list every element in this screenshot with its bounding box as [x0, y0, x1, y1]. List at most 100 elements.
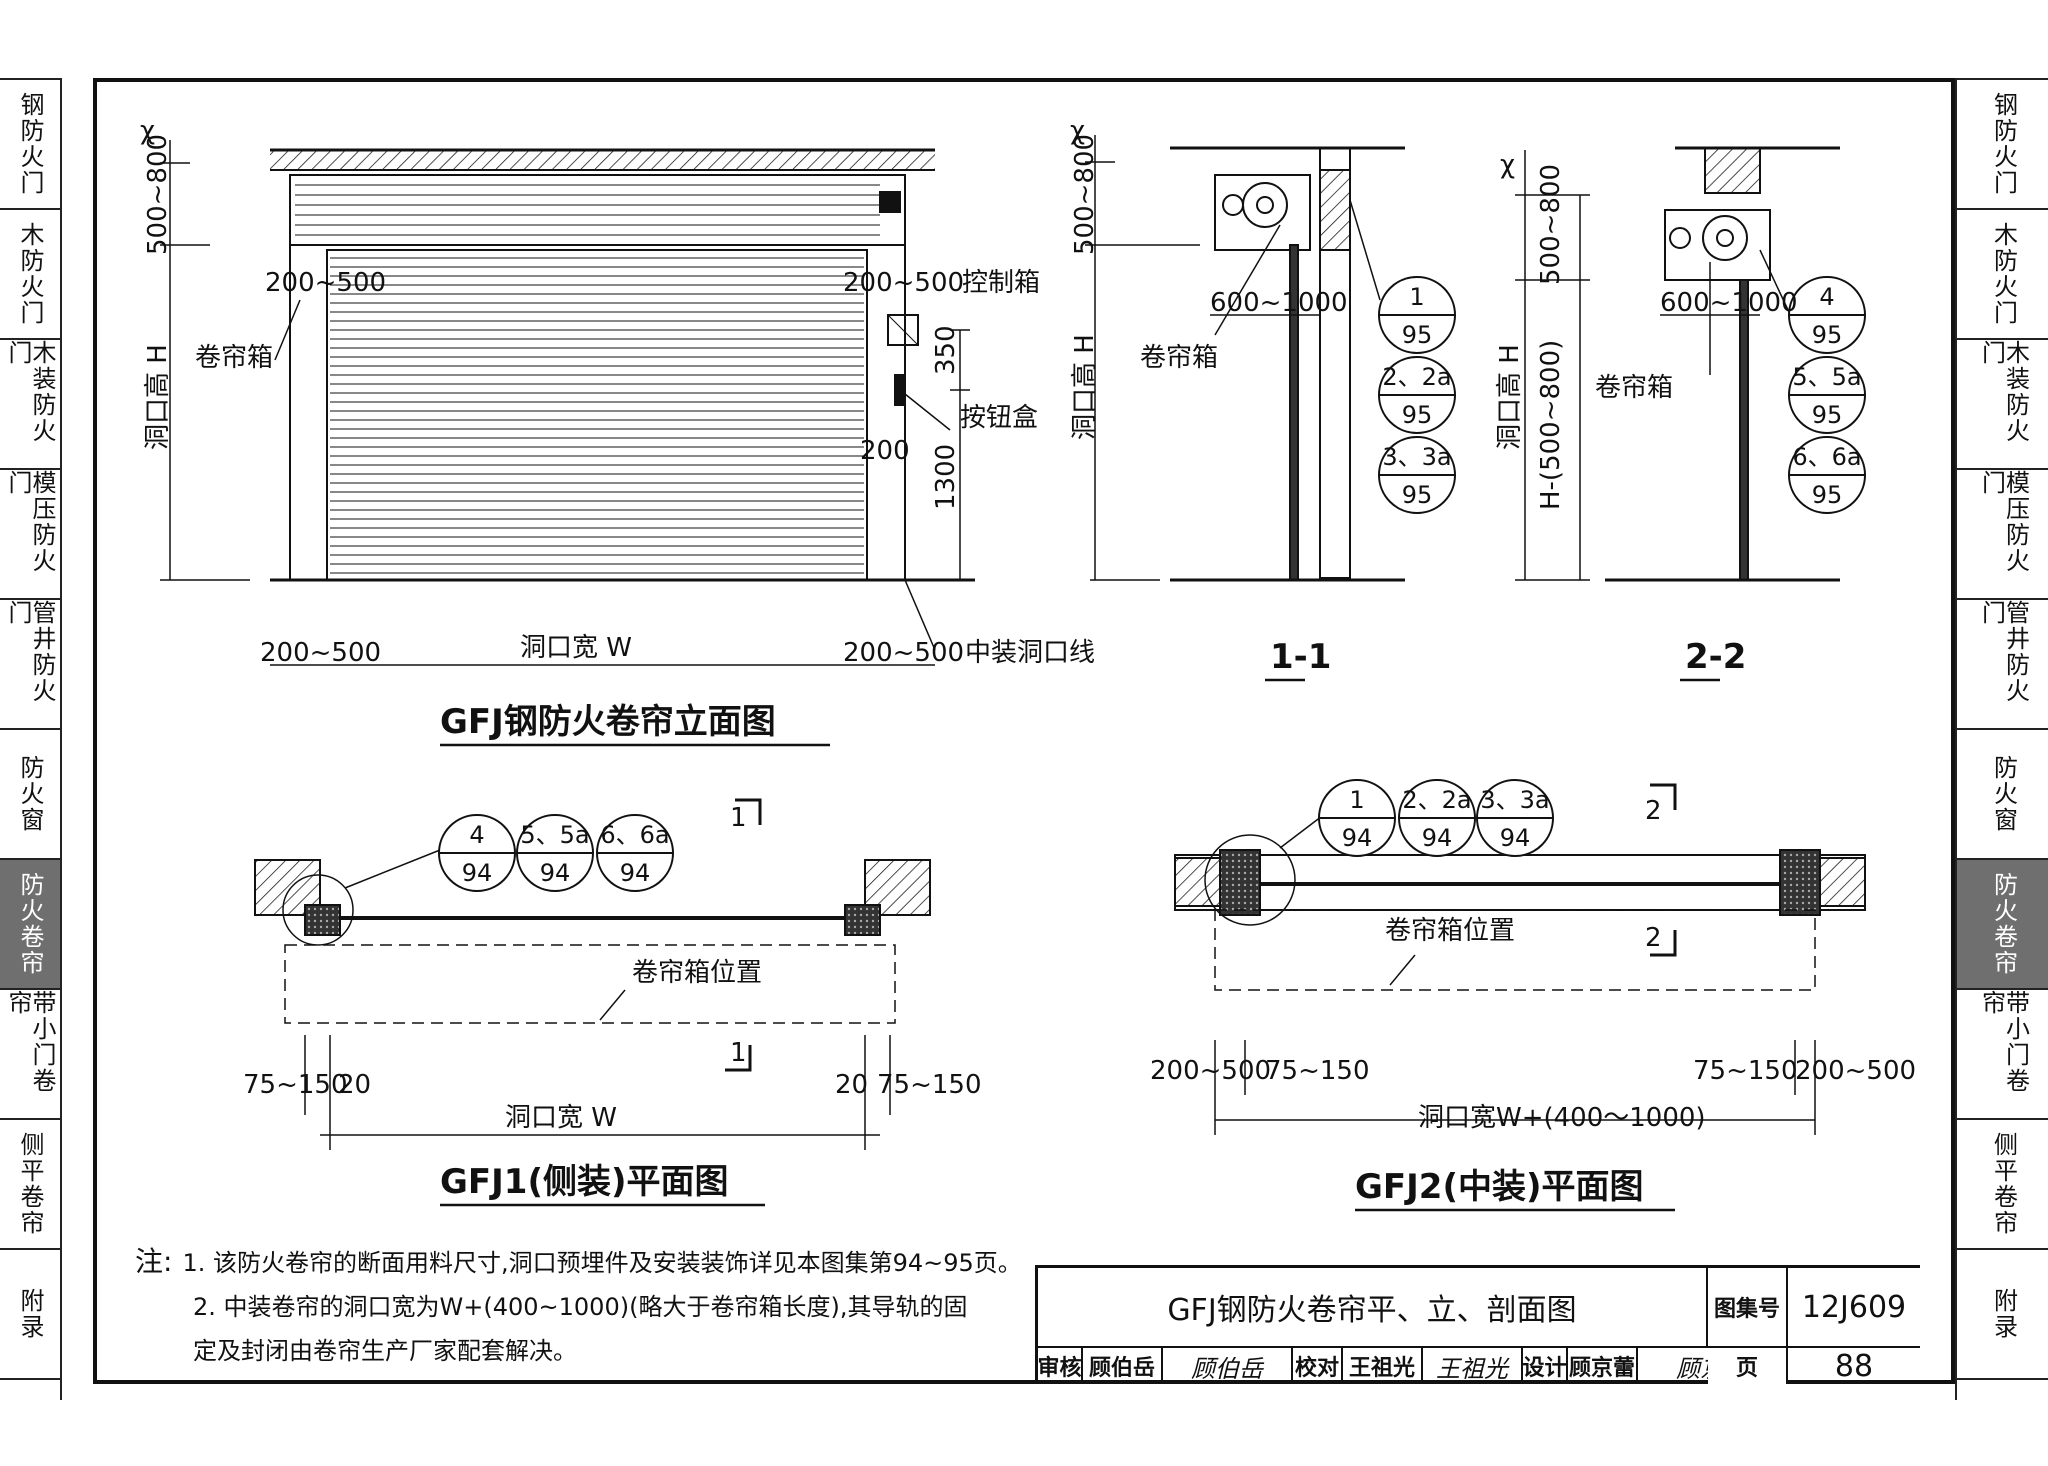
elev-bottom-200-500-left: 200~500 — [260, 638, 382, 668]
side-tab-label: 防火卷帘 — [16, 872, 44, 976]
plan2-dim-200-500-left: 200~500 — [1150, 1056, 1272, 1086]
elev-bottom-200-500-right: 200~500 — [843, 638, 965, 668]
side-tab[interactable]: 模压防火门 — [0, 470, 60, 600]
side-tab[interactable]: 侧平卷帘 — [0, 1120, 60, 1250]
side-tab[interactable]: 木装防火门 — [1957, 340, 2048, 470]
side-tab-label: 防火卷帘 — [1989, 872, 2018, 976]
side-tab[interactable]: 钢防火门 — [0, 80, 60, 210]
ref-page-number: 95 — [1402, 481, 1433, 509]
ref-page-number: 94 — [1500, 824, 1531, 852]
side-tab-label: 防火窗 — [16, 755, 44, 833]
section-2-2-title: 2-2 — [1685, 637, 1747, 677]
elev-bottom-width: 洞口宽 W — [520, 633, 632, 663]
ref-page-number: 95 — [1812, 481, 1843, 509]
title-block: GFJ钢防火卷帘平、立、剖面图 图集号 12J609 审核 顾伯岳 顾伯岳 校对… — [1035, 1265, 1920, 1384]
side-tab[interactable]: 管井防火门 — [0, 600, 60, 730]
right-tab-column: 钢防火门木防火门木装防火门模压防火门管井防火门防火窗防火卷帘带小门卷帘侧平卷帘附… — [1955, 78, 2048, 1400]
side-tab[interactable]: 木装防火门 — [0, 340, 60, 470]
left-tab-column: 钢防火门木防火门木装防火门模压防火门管井防火门防火窗防火卷帘带小门卷帘侧平卷帘附… — [0, 78, 62, 1400]
side-tab[interactable]: 防火卷帘 — [0, 860, 60, 990]
sec2-roller-box-label: 卷帘箱 — [1595, 373, 1674, 403]
side-tab[interactable]: 钢防火门 — [1957, 80, 2048, 210]
sec2-dim-h2: H-(500~800) — [1536, 339, 1566, 510]
drawing-frame — [93, 78, 1955, 1384]
elev-dim-500-800: 500~800 — [143, 133, 173, 255]
ref-page-number: 95 — [1812, 401, 1843, 429]
note-line-3: 定及封闭由卷帘生产厂家配套解决。 — [193, 1337, 577, 1365]
ref-detail-number: 5、5a — [520, 821, 589, 849]
side-tab-label: 管井防火门 — [4, 600, 56, 704]
plan1-dim-left-20: 20 — [338, 1070, 372, 1100]
side-tab[interactable]: 附录 — [1957, 1250, 2048, 1380]
plan2-dim-75-150-left: 75~150 — [1265, 1056, 1370, 1086]
side-tab-label: 模压防火门 — [4, 470, 56, 574]
plan1-cut-top: 1 — [730, 803, 747, 833]
side-tab[interactable]: 带小门卷帘 — [0, 990, 60, 1120]
plan1-cut-bottom: 1 — [730, 1038, 747, 1068]
ref-page-number: 94 — [1342, 824, 1373, 852]
checker-signature: 王祖光 — [1423, 1348, 1523, 1384]
detail-reference-circle: 494 — [438, 814, 516, 892]
side-tab-label: 模压防火门 — [1977, 470, 2030, 574]
notes-label: 注: — [135, 1245, 173, 1278]
plan1-width: 洞口宽 W — [505, 1103, 617, 1133]
title-block-row-1: GFJ钢防火卷帘平、立、剖面图 图集号 12J609 — [1038, 1268, 1920, 1348]
sec1-dim-x: χ — [1070, 116, 1086, 146]
sec2-dim-x: χ — [1500, 150, 1516, 180]
note-line-2: 2. 中装卷帘的洞口宽为W+(400~1000)(略大于卷帘箱长度),其导轨的固 — [193, 1293, 968, 1321]
ref-detail-number: 2、2a — [1402, 786, 1471, 814]
side-tab[interactable]: 模压防火门 — [1957, 470, 2048, 600]
detail-reference-circle: 6、6a 94 — [596, 814, 674, 892]
ref-detail-number: 4 — [469, 821, 484, 849]
elev-dim-200-500-left: 200~500 — [265, 268, 387, 298]
ref-detail-number: 1 — [1409, 283, 1424, 311]
sec1-roller-box-label: 卷帘箱 — [1140, 343, 1219, 373]
ref-detail-number: 6、6a — [600, 821, 669, 849]
side-tab-label: 防火窗 — [1989, 755, 2018, 833]
side-tab[interactable]: 防火卷帘 — [1957, 860, 2048, 990]
sec2-dim-h: 洞口高 H — [1495, 344, 1525, 450]
side-tab[interactable]: 管井防火门 — [1957, 600, 2048, 730]
section-1-1-drawing — [1085, 135, 1405, 582]
side-tab[interactable]: 带小门卷帘 — [1957, 990, 2048, 1120]
check-label: 校对 — [1293, 1348, 1343, 1384]
sec2-dim-500-800: 500~800 — [1536, 163, 1566, 285]
section-1-1-title: 1-1 — [1270, 637, 1332, 677]
plan2-cut-top: 2 — [1645, 796, 1662, 826]
ref-page-number: 95 — [1402, 401, 1433, 429]
side-tab-label: 附录 — [1989, 1288, 2018, 1340]
side-tab[interactable]: 防火窗 — [1957, 730, 2048, 860]
section-2-2-drawing — [1515, 146, 1840, 582]
plan2-title: GFJ2(中装)平面图 — [1355, 1167, 1644, 1207]
side-tab-label: 侧平卷帘 — [16, 1132, 44, 1236]
sec2-dim-600-1000: 600~1000 — [1660, 288, 1798, 318]
plan2-dim-75-150-right: 75~150 — [1693, 1056, 1798, 1086]
side-tab[interactable]: 木防火门 — [0, 210, 60, 340]
plan-gfj1-drawing — [254, 798, 931, 1150]
side-tab[interactable]: 木防火门 — [1957, 210, 2048, 340]
side-tab-label: 带小门卷帘 — [1977, 990, 2030, 1094]
sec1-dim-500-800: 500~800 — [1070, 133, 1100, 255]
side-tab-label: 管井防火门 — [1977, 600, 2030, 704]
atlas-number: 12J609 — [1801, 1289, 1907, 1325]
elev-dim-200-500-right: 200~500 — [843, 268, 965, 298]
plan2-box-position: 卷帘箱位置 — [1385, 916, 1516, 946]
side-tab-label: 侧平卷帘 — [1989, 1132, 2018, 1236]
side-tab[interactable]: 防火窗 — [0, 730, 60, 860]
plan2-width: 洞口宽W+(400～1000) — [1418, 1103, 1706, 1133]
note-line-1: 注:1. 该防火卷帘的断面用料尺寸,洞口预埋件及安装装饰详见本图集第94~95页… — [135, 1245, 1022, 1278]
design-label: 设计 — [1523, 1348, 1568, 1384]
side-tab-label: 木装防火门 — [4, 340, 56, 444]
elev-button-box-label: 按钮盒 — [960, 403, 1039, 433]
ref-detail-number: 6、6a — [1792, 443, 1861, 471]
ref-detail-number: 4 — [1819, 283, 1834, 311]
ref-page-number: 94 — [620, 859, 651, 887]
side-tab[interactable]: 侧平卷帘 — [1957, 1120, 2048, 1250]
ref-detail-number: 1 — [1349, 786, 1364, 814]
side-tab[interactable]: 附录 — [0, 1250, 60, 1380]
